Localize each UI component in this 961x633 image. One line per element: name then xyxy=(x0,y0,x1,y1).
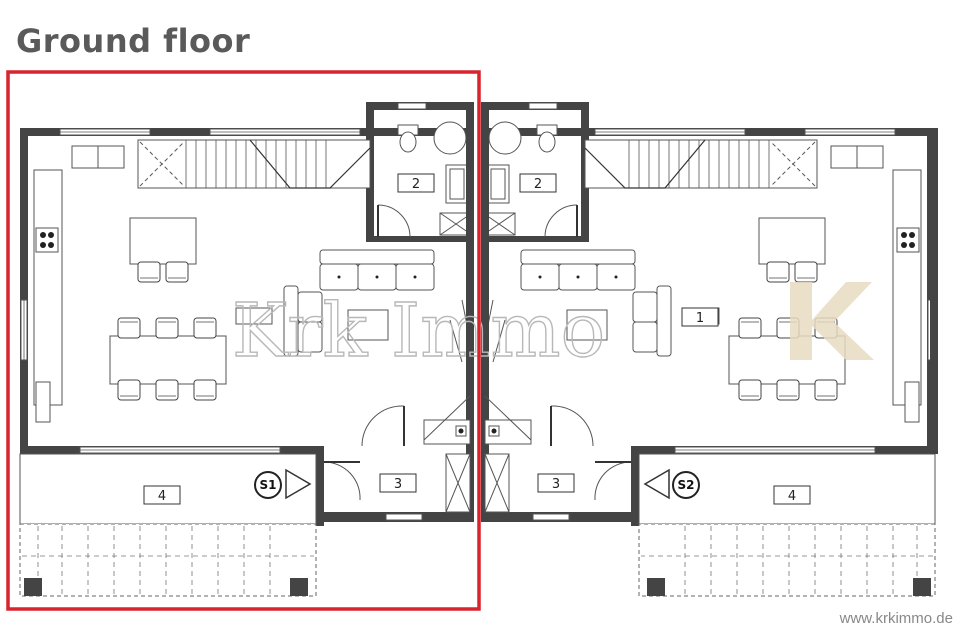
svg-text:2: 2 xyxy=(412,177,420,192)
svg-text:S1: S1 xyxy=(260,478,277,492)
watermark-logo xyxy=(790,282,874,360)
svg-text:4: 4 xyxy=(788,489,796,504)
watermark-text: Krk Immo xyxy=(232,288,605,374)
room-label-right-living: 1 xyxy=(681,307,719,327)
svg-text:3: 3 xyxy=(552,477,560,492)
svg-text:2: 2 xyxy=(534,177,542,192)
room-label-left-entry: 3 xyxy=(379,473,417,493)
svg-text:3: 3 xyxy=(394,477,402,492)
svg-text:1: 1 xyxy=(696,311,704,326)
selected-unit-highlight xyxy=(6,70,481,611)
website-url: www.krkimmo.de xyxy=(839,610,953,627)
svg-text:4: 4 xyxy=(158,489,166,504)
page-title: Ground floor xyxy=(16,22,251,60)
room-label-left-wc: 2 xyxy=(397,173,435,193)
room-label-right-terrace: 4 xyxy=(773,485,811,505)
room-label-left-terrace: 4 xyxy=(143,485,181,505)
entrance-tag-right: S2 xyxy=(672,471,700,499)
room-label-right-wc: 2 xyxy=(519,173,557,193)
room-label-right-entry: 3 xyxy=(537,473,575,493)
entrance-tag-left: S1 xyxy=(254,471,282,499)
svg-text:S2: S2 xyxy=(678,478,695,492)
